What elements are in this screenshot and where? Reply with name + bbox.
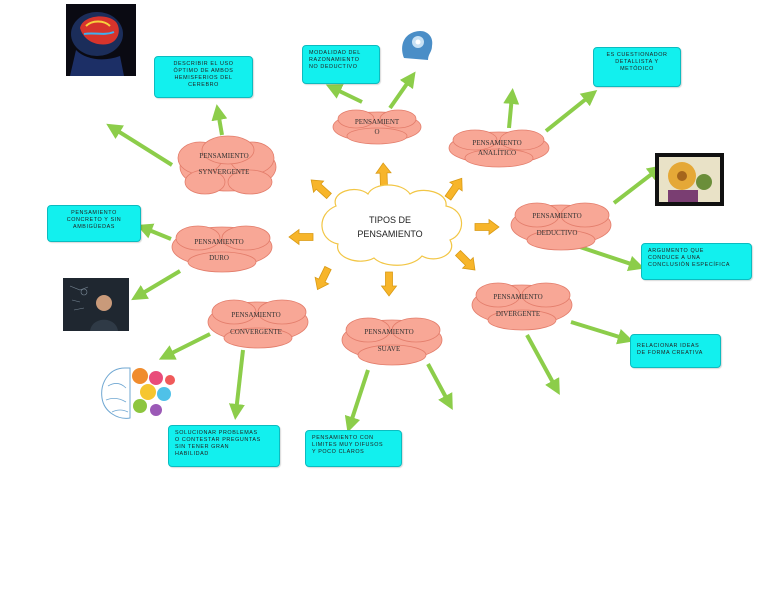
cloud-pensamiento-o	[332, 109, 422, 145]
cloud-suave	[341, 317, 443, 366]
arrow-convergente-to-brain	[158, 332, 211, 360]
label-pensamiento-o-2: O	[374, 128, 379, 136]
idea-head-image	[396, 28, 436, 64]
label-duro-2: DURO	[209, 254, 229, 262]
orange-arrow-left	[288, 229, 314, 245]
arrow-synvergente-to-brain	[106, 123, 174, 167]
label-deductivo-1: PENSAMIENTO	[532, 212, 581, 220]
label-analitico-2: ANALÍTICO	[478, 149, 516, 157]
box-relacionar: RELACIONAR IDEAS DE FORMA CREATIVA	[630, 334, 721, 368]
orange-arrow-upright	[441, 173, 469, 203]
arrow-duro-to-man	[131, 269, 182, 301]
arrow-synvergente-to-describir	[211, 104, 228, 136]
arrow-suave-to-limites	[344, 369, 370, 433]
cloud-synvergente	[177, 135, 277, 195]
box-argumento: ARGUMENTO QUE CONDUCE A UNA CONCLUSIÓN E…	[641, 243, 752, 280]
orange-arrow-down	[381, 271, 397, 297]
arrow-divergente-down	[525, 334, 560, 396]
cloud-shapes	[171, 109, 612, 366]
label-convergente-1: PENSAMIENTO	[231, 311, 280, 319]
cloud-labels: PENSAMIENTO SYNVERGENTE PENSAMIENT O PEN…	[194, 118, 581, 353]
center-title-line1: TIPOS DE	[369, 215, 411, 225]
head-brain-image	[66, 4, 136, 76]
label-pensamiento-o-1: PENSAMIENT	[355, 118, 400, 126]
cloud-analitico	[448, 129, 550, 168]
gear-head-image	[655, 153, 724, 206]
box-concreto: PENSAMIENTO CONCRETO Y SIN AMBIGÜEDAS	[47, 205, 141, 242]
box-limites: PENSAMIENTO CON LIMITES MUY DIFUSOS Y PO…	[305, 430, 402, 467]
label-suave-2: SUAVE	[378, 345, 400, 353]
box-solucionar: SOLUCIONAR PROBLEMAS O CONTESTAR PREGUNT…	[168, 425, 280, 467]
arrow-deductivo-to-gear	[612, 165, 664, 205]
orange-arrow-up	[375, 162, 392, 188]
label-duro-1: PENSAMIENTO	[194, 238, 243, 246]
arrow-o-to-modalidad	[325, 84, 363, 104]
label-synvergente-1: PENSAMIENTO	[199, 152, 248, 160]
orange-arrow-downright	[452, 247, 481, 276]
center-title-line2: PENSAMIENTO	[357, 229, 422, 239]
green-arrows	[106, 71, 664, 433]
colorful-brain-image	[101, 367, 175, 419]
arrow-duro-to-concreto	[136, 223, 172, 241]
orange-arrow-right	[474, 219, 500, 235]
arrow-analitico-to-cuestionador	[544, 90, 598, 133]
center-cloud: TIPOS DE PENSAMIENTO	[321, 184, 463, 266]
box-describir: DESCRIBIR EL USO ÓPTIMO DE AMBOS HEMISFE…	[154, 56, 253, 98]
orange-arrow-downleft	[310, 264, 336, 294]
arrow-o-to-idea	[388, 71, 416, 110]
arrow-analitico-up	[503, 88, 520, 129]
arrow-convergente-to-solucionar	[228, 349, 245, 420]
box-modalidad: MODALIDAD DEL RAZONAMIENTO NO DEDUCTIVO	[302, 45, 380, 84]
label-suave-1: PENSAMIENTO	[364, 328, 413, 336]
cloud-convergente	[207, 299, 309, 349]
orange-arrow-upleft	[305, 173, 335, 203]
label-synvergente-2: SYNVERGENTE	[199, 168, 250, 176]
label-convergente-2: CONVERGENTE	[230, 328, 282, 336]
box-cuestionador: ES CUESTIONADOR DETALLISTA Y METÓDICO	[593, 47, 681, 87]
cloud-deductivo	[510, 202, 612, 251]
label-analitico-1: PENSAMIENTO	[472, 139, 521, 147]
label-deductivo-2: DEDUCTIVO	[537, 229, 578, 237]
thinking-man-image	[63, 278, 129, 331]
label-divergente-2: DIVERGENTE	[496, 310, 540, 318]
cloud-divergente	[471, 282, 573, 331]
arrow-suave-right	[426, 363, 453, 411]
arrow-deductivo-to-argumento	[579, 245, 645, 272]
arrow-divergente-to-relacionar	[570, 320, 634, 345]
cloud-duro	[171, 225, 273, 273]
label-divergente-1: PENSAMIENTO	[493, 293, 542, 301]
